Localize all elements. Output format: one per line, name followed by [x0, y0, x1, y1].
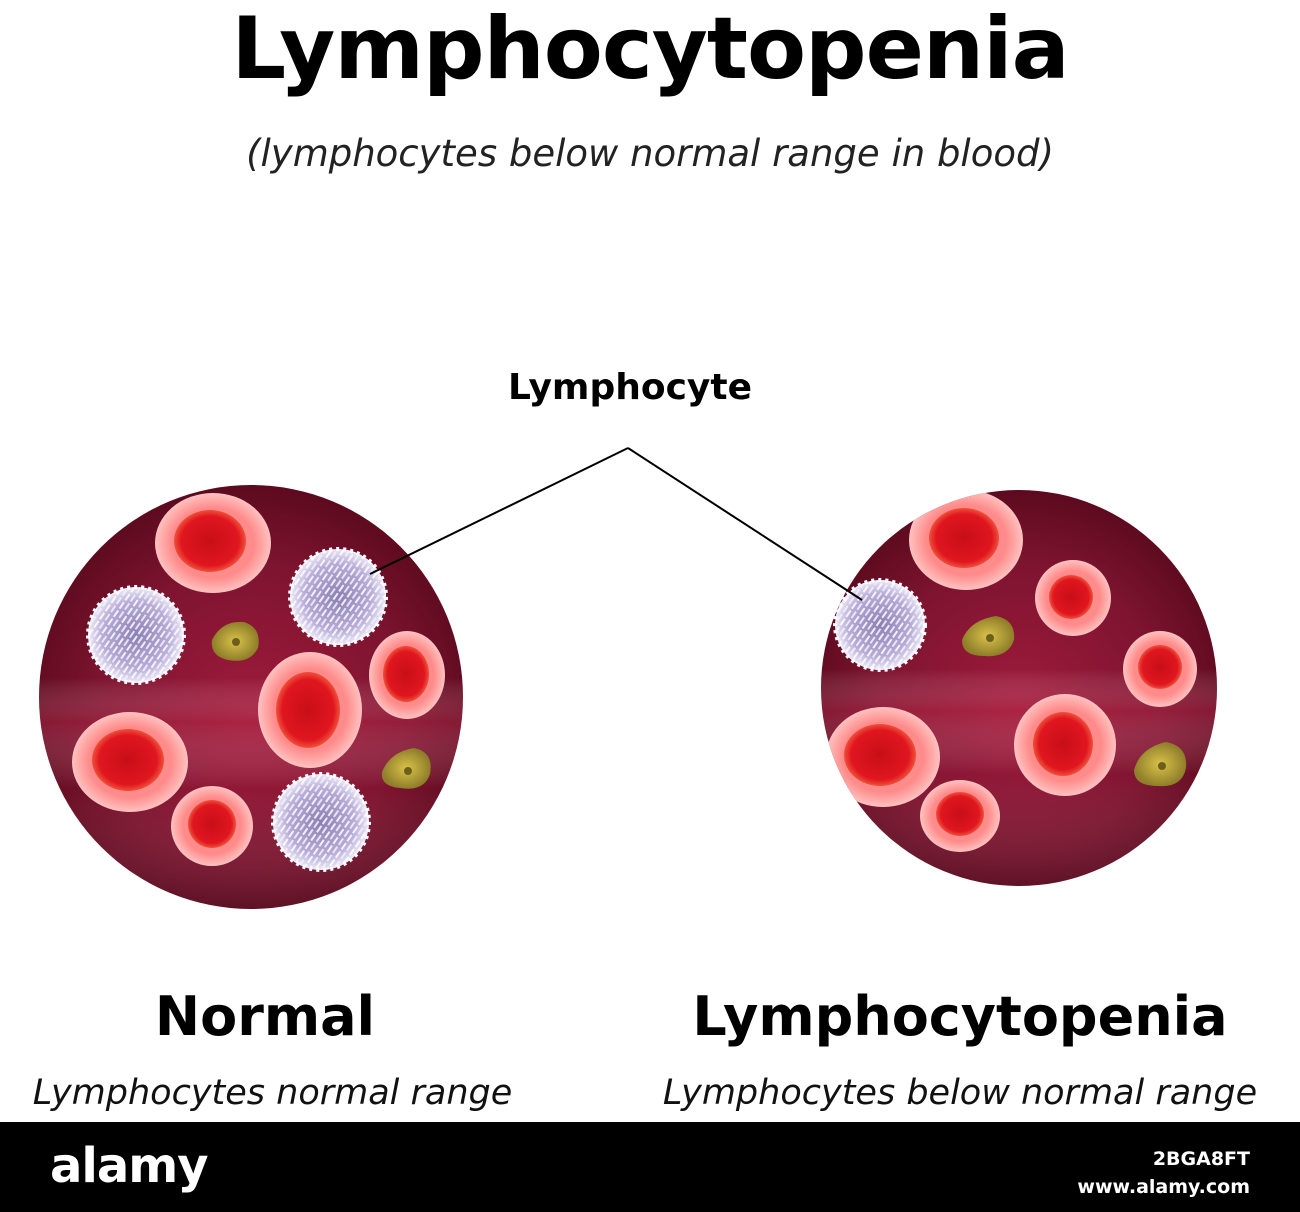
- lymphocyte-cell: [833, 578, 927, 672]
- red-blood-cell: [155, 493, 271, 593]
- red-blood-cell: [369, 631, 445, 719]
- red-blood-cell: [909, 490, 1023, 590]
- lymphocyte-cell: [271, 772, 371, 872]
- footer-site: www.alamy.com: [1077, 1175, 1250, 1198]
- red-blood-cell: [171, 786, 253, 866]
- footer-logo: alamy: [50, 1138, 209, 1194]
- platelet: [381, 748, 431, 789]
- platelet: [1134, 742, 1187, 787]
- red-blood-cell: [920, 780, 1000, 852]
- normal-panel-title: Normal: [154, 985, 376, 1048]
- lymphocytopenia-blood-panel: [821, 490, 1217, 886]
- red-blood-cell: [1035, 560, 1111, 636]
- lymphocytopenia-panel-caption: Lymphocytes below normal range: [662, 1073, 1258, 1113]
- red-blood-cell: [826, 707, 940, 807]
- red-blood-cell: [258, 652, 362, 768]
- normal-blood-panel: [39, 485, 463, 909]
- lymphocytopenia-panel-title: Lymphocytopenia: [692, 985, 1228, 1048]
- red-blood-cell: [1014, 694, 1116, 796]
- footer-image-id: 2BGA8FT: [1152, 1148, 1250, 1170]
- lymphocyte-cell: [288, 547, 388, 647]
- red-blood-cell: [72, 712, 188, 812]
- lymphocyte-callout-lines: [369, 447, 863, 601]
- platelet: [962, 616, 1015, 657]
- platelet: [211, 621, 259, 661]
- lymphocyte-callout-label: Lymphocyte: [507, 367, 753, 408]
- page-title: Lymphocytopenia: [231, 0, 1069, 99]
- footer-image-info: 2BGA8FT www.alamy.com: [1077, 1146, 1250, 1201]
- red-blood-cell: [1123, 631, 1197, 707]
- lymphocyte-cell: [86, 585, 186, 685]
- footer-bar: [0, 1122, 1300, 1212]
- normal-panel-caption: Lymphocytes normal range: [32, 1073, 513, 1113]
- page-subtitle: (lymphocytes below normal range in blood…: [246, 132, 1054, 175]
